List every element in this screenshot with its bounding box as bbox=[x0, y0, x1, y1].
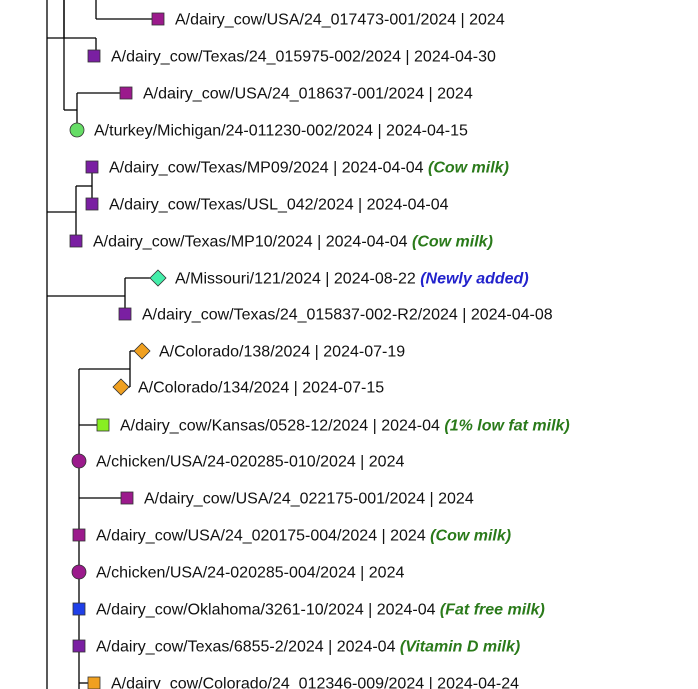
square-marker bbox=[151, 12, 165, 26]
tip-label-text: A/dairy_cow/Texas/6855-2/2024 | 2024-04 bbox=[96, 639, 396, 656]
tip-label-text: A/chicken/USA/24-020285-004/2024 | 2024 bbox=[96, 565, 404, 582]
tree-tip: A/turkey/Michigan/24-011230-002/2024 | 2… bbox=[69, 122, 468, 140]
tip-label: A/Colorado/134/2024 | 2024-07-15 bbox=[138, 380, 384, 397]
tip-label-text: A/dairy_cow/Texas/24_015975-002/2024 | 2… bbox=[111, 49, 496, 66]
tip-label: A/dairy_cow/USA/24_022175-001/2024 | 202… bbox=[144, 491, 474, 508]
circle-marker bbox=[71, 453, 87, 469]
tip-label: A/turkey/Michigan/24-011230-002/2024 | 2… bbox=[94, 123, 468, 140]
tip-annotation: (Cow milk) bbox=[426, 528, 511, 545]
tip-annotation: (Fat free milk) bbox=[435, 602, 544, 619]
tree-tip: A/dairy_cow/Texas/MP09/2024 | 2024-04-04… bbox=[85, 160, 509, 177]
tip-label: A/dairy_cow/Oklahoma/3261-10/2024 | 2024… bbox=[96, 602, 545, 619]
tip-label: A/dairy_cow/Texas/24_015837-002-R2/2024 … bbox=[142, 307, 553, 324]
tree-tip: A/Colorado/138/2024 | 2024-07-19 bbox=[133, 342, 405, 361]
tip-label-text: A/dairy_cow/Oklahoma/3261-10/2024 | 2024… bbox=[96, 602, 436, 619]
tip-label-text: A/dairy_cow/USA/24_022175-001/2024 | 202… bbox=[144, 491, 474, 508]
tip-label: A/Colorado/138/2024 | 2024-07-19 bbox=[159, 344, 405, 361]
tip-label-text: A/dairy_cow/USA/24_020175-004/2024 | 202… bbox=[96, 528, 426, 545]
tip-label: A/dairy_cow/Colorado/24_012346-009/2024 … bbox=[111, 676, 519, 689]
square-marker bbox=[69, 234, 83, 248]
tree-tip: A/dairy_cow/USA/24_020175-004/2024 | 202… bbox=[72, 528, 511, 545]
diamond-marker bbox=[112, 378, 130, 396]
tree-tip: A/chicken/USA/24-020285-010/2024 | 2024 bbox=[71, 453, 404, 471]
tip-label: A/dairy_cow/USA/24_017473-001/2024 | 202… bbox=[175, 12, 505, 29]
circle-marker bbox=[69, 122, 85, 138]
square-marker bbox=[85, 160, 99, 174]
tree-tip: A/chicken/USA/24-020285-004/2024 | 2024 bbox=[71, 564, 404, 582]
tip-label-text: A/dairy_cow/Texas/USL_042/2024 | 2024-04… bbox=[109, 197, 449, 214]
tip-label-text: A/dairy_cow/Texas/MP10/2024 | 2024-04-04 bbox=[93, 234, 408, 251]
tip-label-text: A/dairy_cow/USA/24_017473-001/2024 | 202… bbox=[175, 12, 505, 29]
circle-marker bbox=[71, 564, 87, 580]
tip-label: A/dairy_cow/USA/24_018637-001/2024 | 202… bbox=[143, 86, 473, 103]
square-marker bbox=[72, 639, 86, 653]
tip-label: A/dairy_cow/Texas/24_015975-002/2024 | 2… bbox=[111, 49, 496, 66]
tip-label: A/dairy_cow/Kansas/0528-12/2024 | 2024-0… bbox=[120, 418, 570, 435]
tip-label: A/chicken/USA/24-020285-010/2024 | 2024 bbox=[96, 454, 404, 471]
tip-label-text: A/dairy_cow/USA/24_018637-001/2024 | 202… bbox=[143, 86, 473, 103]
tree-tip: A/dairy_cow/Texas/24_015837-002-R2/2024 … bbox=[118, 307, 553, 324]
tip-label: A/dairy_cow/Texas/6855-2/2024 | 2024-04 … bbox=[96, 639, 520, 656]
tree-tip: A/dairy_cow/Colorado/24_012346-009/2024 … bbox=[87, 676, 519, 689]
tree-tip: A/dairy_cow/Texas/6855-2/2024 | 2024-04 … bbox=[72, 639, 520, 656]
square-marker bbox=[87, 49, 101, 63]
tree-tip: A/Colorado/134/2024 | 2024-07-15 bbox=[112, 378, 384, 397]
tip-label-text: A/dairy_cow/Texas/MP09/2024 | 2024-04-04 bbox=[109, 160, 424, 177]
tip-annotation: (Newly added) bbox=[416, 271, 529, 288]
tree-tip: A/dairy_cow/Kansas/0528-12/2024 | 2024-0… bbox=[96, 418, 570, 435]
tip-label-text: A/dairy_cow/Kansas/0528-12/2024 | 2024-0… bbox=[120, 418, 440, 435]
square-marker bbox=[85, 197, 99, 211]
tip-label: A/chicken/USA/24-020285-004/2024 | 2024 bbox=[96, 565, 404, 582]
square-marker bbox=[72, 602, 86, 616]
tip-label-text: A/Missouri/121/2024 | 2024-08-22 bbox=[175, 271, 416, 288]
tip-label-text: A/dairy_cow/Texas/24_015837-002-R2/2024 … bbox=[142, 307, 553, 324]
tree-tip: A/dairy_cow/USA/24_022175-001/2024 | 202… bbox=[120, 491, 474, 508]
square-marker bbox=[72, 528, 86, 542]
tip-annotation: (Cow milk) bbox=[424, 160, 509, 177]
tip-annotation: (Cow milk) bbox=[408, 234, 493, 251]
tree-tip: A/dairy_cow/Oklahoma/3261-10/2024 | 2024… bbox=[72, 602, 545, 619]
tip-label: A/dairy_cow/Texas/MP09/2024 | 2024-04-04… bbox=[109, 160, 509, 177]
tip-label: A/Missouri/121/2024 | 2024-08-22 (Newly … bbox=[175, 271, 529, 288]
square-marker bbox=[119, 86, 133, 100]
diamond-marker bbox=[149, 269, 167, 287]
tree-tip: A/Missouri/121/2024 | 2024-08-22 (Newly … bbox=[149, 269, 529, 288]
tip-label-text: A/turkey/Michigan/24-011230-002/2024 | 2… bbox=[94, 123, 468, 140]
tip-annotation: (1% low fat milk) bbox=[440, 418, 570, 435]
tree-tip: A/dairy_cow/Texas/MP10/2024 | 2024-04-04… bbox=[69, 234, 493, 251]
square-marker bbox=[87, 676, 101, 689]
tree-tip: A/dairy_cow/Texas/USL_042/2024 | 2024-04… bbox=[85, 197, 449, 214]
tip-label: A/dairy_cow/Texas/MP10/2024 | 2024-04-04… bbox=[93, 234, 493, 251]
diamond-marker bbox=[133, 342, 151, 360]
tip-label: A/dairy_cow/Texas/USL_042/2024 | 2024-04… bbox=[109, 197, 449, 214]
square-marker bbox=[120, 491, 134, 505]
tip-label-text: A/Colorado/134/2024 | 2024-07-15 bbox=[138, 380, 384, 397]
tip-annotation: (Vitamin D milk) bbox=[395, 639, 520, 656]
tip-label-text: A/dairy_cow/Colorado/24_012346-009/2024 … bbox=[111, 676, 519, 689]
tip-label-text: A/chicken/USA/24-020285-010/2024 | 2024 bbox=[96, 454, 404, 471]
tip-label: A/dairy_cow/USA/24_020175-004/2024 | 202… bbox=[96, 528, 511, 545]
tree-tips: A/dairy_cow/USA/24_017473-001/2024 | 202… bbox=[69, 12, 570, 689]
square-marker bbox=[96, 418, 110, 432]
square-marker bbox=[118, 307, 132, 321]
tree-tip: A/dairy_cow/Texas/24_015975-002/2024 | 2… bbox=[87, 49, 496, 66]
tree-tip: A/dairy_cow/USA/24_017473-001/2024 | 202… bbox=[151, 12, 505, 29]
tip-label-text: A/Colorado/138/2024 | 2024-07-19 bbox=[159, 344, 405, 361]
tree-tip: A/dairy_cow/USA/24_018637-001/2024 | 202… bbox=[119, 86, 473, 103]
